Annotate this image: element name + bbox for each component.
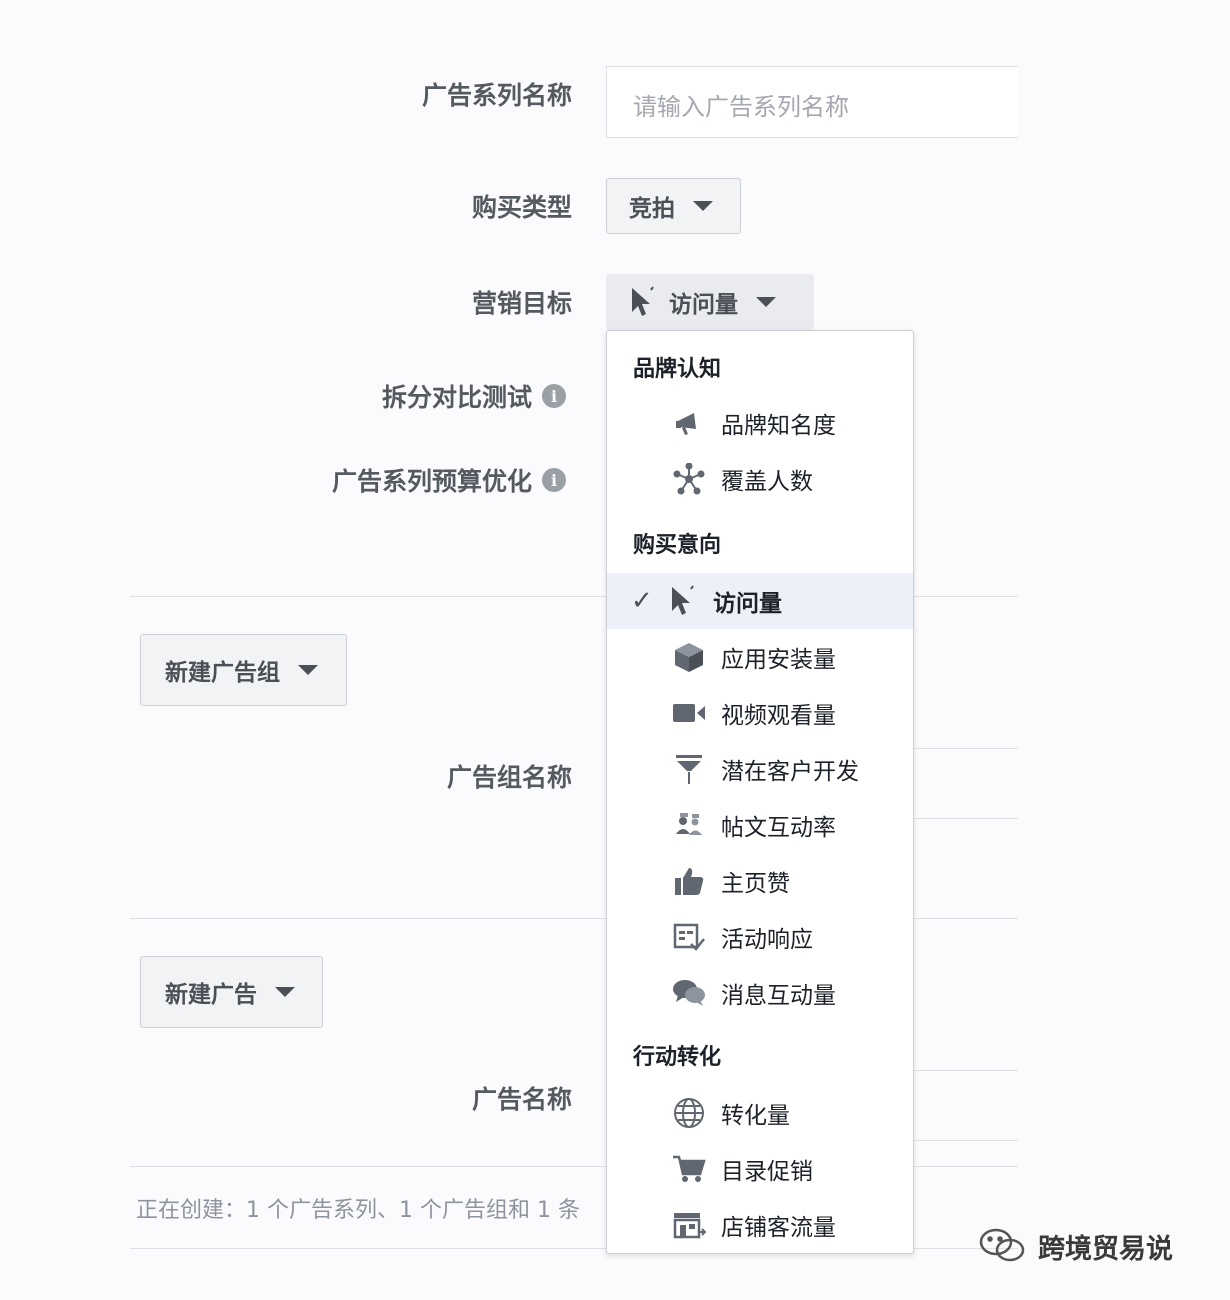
menu-item-label: 目录促销 bbox=[721, 1159, 813, 1185]
menu-item-store-traffic[interactable]: 店铺客流量 bbox=[607, 1197, 913, 1253]
thumbs-up-icon bbox=[669, 864, 709, 898]
new-ad-button-label: 新建广告 bbox=[165, 982, 257, 1008]
split-test-label: 拆分对比测试 i bbox=[382, 378, 566, 414]
menu-item-label: 消息互动量 bbox=[721, 983, 836, 1009]
ad-name-label: 广告名称 bbox=[472, 1080, 572, 1116]
divider bbox=[130, 1166, 1018, 1167]
menu-item-reach[interactable]: 覆盖人数 bbox=[607, 451, 913, 507]
new-adset-button-label: 新建广告组 bbox=[165, 660, 280, 686]
new-ad-button[interactable]: 新建广告 bbox=[140, 956, 323, 1028]
menu-item-label: 帖文互动率 bbox=[721, 815, 836, 841]
menu-item-label: 访问量 bbox=[713, 591, 782, 617]
megaphone-icon bbox=[669, 406, 709, 440]
menu-item-label: 应用安装量 bbox=[721, 647, 836, 673]
campaign-name-label-text: 广告系列名称 bbox=[421, 81, 572, 110]
menu-item-label: 潜在客户开发 bbox=[721, 759, 859, 785]
buy-type-dropdown[interactable]: 竞拍 bbox=[606, 178, 741, 234]
group-heading-awareness: 品牌认知 bbox=[633, 357, 722, 382]
group-heading-consideration: 购买意向 bbox=[633, 533, 722, 558]
box-icon bbox=[669, 640, 709, 674]
menu-item-label: 视频观看量 bbox=[721, 703, 836, 729]
video-camera-icon bbox=[669, 696, 709, 730]
divider bbox=[130, 1248, 1018, 1249]
globe-icon bbox=[669, 1096, 709, 1130]
menu-item-catalog-sales[interactable]: 目录促销 bbox=[607, 1141, 913, 1197]
objective-label: 营销目标 bbox=[472, 284, 572, 320]
checkmark-icon: ✓ bbox=[631, 586, 653, 616]
new-adset-button[interactable]: 新建广告组 bbox=[140, 634, 347, 706]
people-icon bbox=[669, 808, 709, 842]
menu-item-conversions[interactable]: 转化量 bbox=[607, 1085, 913, 1141]
cursor-icon bbox=[632, 286, 654, 316]
chevron-down-icon bbox=[693, 201, 713, 211]
menu-item-label: 覆盖人数 bbox=[721, 469, 813, 495]
menu-item-page-likes[interactable]: 主页赞 bbox=[607, 853, 913, 909]
group-heading-conversion: 行动转化 bbox=[633, 1045, 722, 1070]
info-icon[interactable]: i bbox=[542, 384, 566, 408]
objective-value: 访问量 bbox=[669, 292, 738, 318]
menu-item-event-responses[interactable]: 活动响应 bbox=[607, 909, 913, 965]
chevron-down-icon bbox=[298, 665, 318, 675]
menu-item-messages[interactable]: 消息互动量 bbox=[607, 965, 913, 1021]
menu-item-label: 店铺客流量 bbox=[721, 1215, 836, 1241]
budget-optimization-label-text: 广告系列预算优化 bbox=[331, 467, 532, 496]
menu-item-app-installs[interactable]: 应用安装量 bbox=[607, 629, 913, 685]
creation-summary: 正在创建：1 个广告系列、1 个广告组和 1 条 bbox=[136, 1198, 580, 1223]
buy-type-label: 购买类型 bbox=[472, 188, 572, 224]
buy-type-value: 竞拍 bbox=[629, 196, 675, 222]
buy-type-label-text: 购买类型 bbox=[471, 193, 572, 222]
ad-name-input-top-border bbox=[912, 1070, 1018, 1071]
menu-item-label: 主页赞 bbox=[721, 871, 790, 897]
budget-optimization-label: 广告系列预算优化 i bbox=[332, 462, 566, 498]
menu-item-lead-generation[interactable]: 潜在客户开发 bbox=[607, 741, 913, 797]
divider bbox=[130, 596, 1018, 597]
menu-item-label: 转化量 bbox=[721, 1103, 790, 1129]
objective-label-text: 营销目标 bbox=[471, 289, 572, 318]
calendar-check-icon bbox=[669, 920, 709, 954]
objective-dropdown[interactable]: 访问量 bbox=[606, 274, 814, 330]
info-icon[interactable]: i bbox=[542, 468, 566, 492]
adset-name-label: 广告组名称 bbox=[447, 758, 572, 794]
menu-item-label: 活动响应 bbox=[721, 927, 813, 953]
ad-name-label-text: 广告名称 bbox=[471, 1085, 572, 1114]
campaign-name-label: 广告系列名称 bbox=[422, 76, 572, 112]
wechat-logo-icon bbox=[979, 1228, 1025, 1262]
menu-item-video-views[interactable]: 视频观看量 bbox=[607, 685, 913, 741]
divider bbox=[130, 918, 1018, 919]
adset-name-label-text: 广告组名称 bbox=[446, 763, 572, 792]
cursor-icon bbox=[663, 584, 703, 618]
split-test-label-text: 拆分对比测试 bbox=[381, 383, 532, 412]
cart-icon bbox=[669, 1152, 709, 1186]
menu-item-brand-awareness[interactable]: 品牌知名度 bbox=[607, 395, 913, 451]
watermark-text: 跨境贸易说 bbox=[1038, 1233, 1173, 1265]
menu-item-label: 品牌知名度 bbox=[721, 413, 836, 439]
chat-bubbles-icon bbox=[669, 976, 709, 1010]
chevron-down-icon bbox=[756, 297, 776, 307]
chevron-down-icon bbox=[275, 987, 295, 997]
menu-item-traffic[interactable]: ✓ 访问量 bbox=[607, 573, 913, 629]
adset-name-input-top-border bbox=[912, 748, 1018, 749]
store-icon bbox=[669, 1208, 709, 1242]
menu-item-engagement[interactable]: 帖文互动率 bbox=[607, 797, 913, 853]
ad-name-input-bottom-border bbox=[912, 1140, 1018, 1141]
campaign-name-input[interactable]: 请输入广告系列名称 bbox=[606, 66, 1018, 138]
watermark: 跨境贸易说 bbox=[978, 1226, 1173, 1266]
objective-dropdown-menu: 品牌认知 品牌知名度 覆盖人数 购买意向 ✓ 访问量 应用安装量 视频观看量 潜… bbox=[606, 330, 914, 1254]
funnel-icon bbox=[669, 752, 709, 786]
reach-icon bbox=[669, 462, 709, 496]
adset-name-input-bottom-border bbox=[912, 818, 1018, 819]
